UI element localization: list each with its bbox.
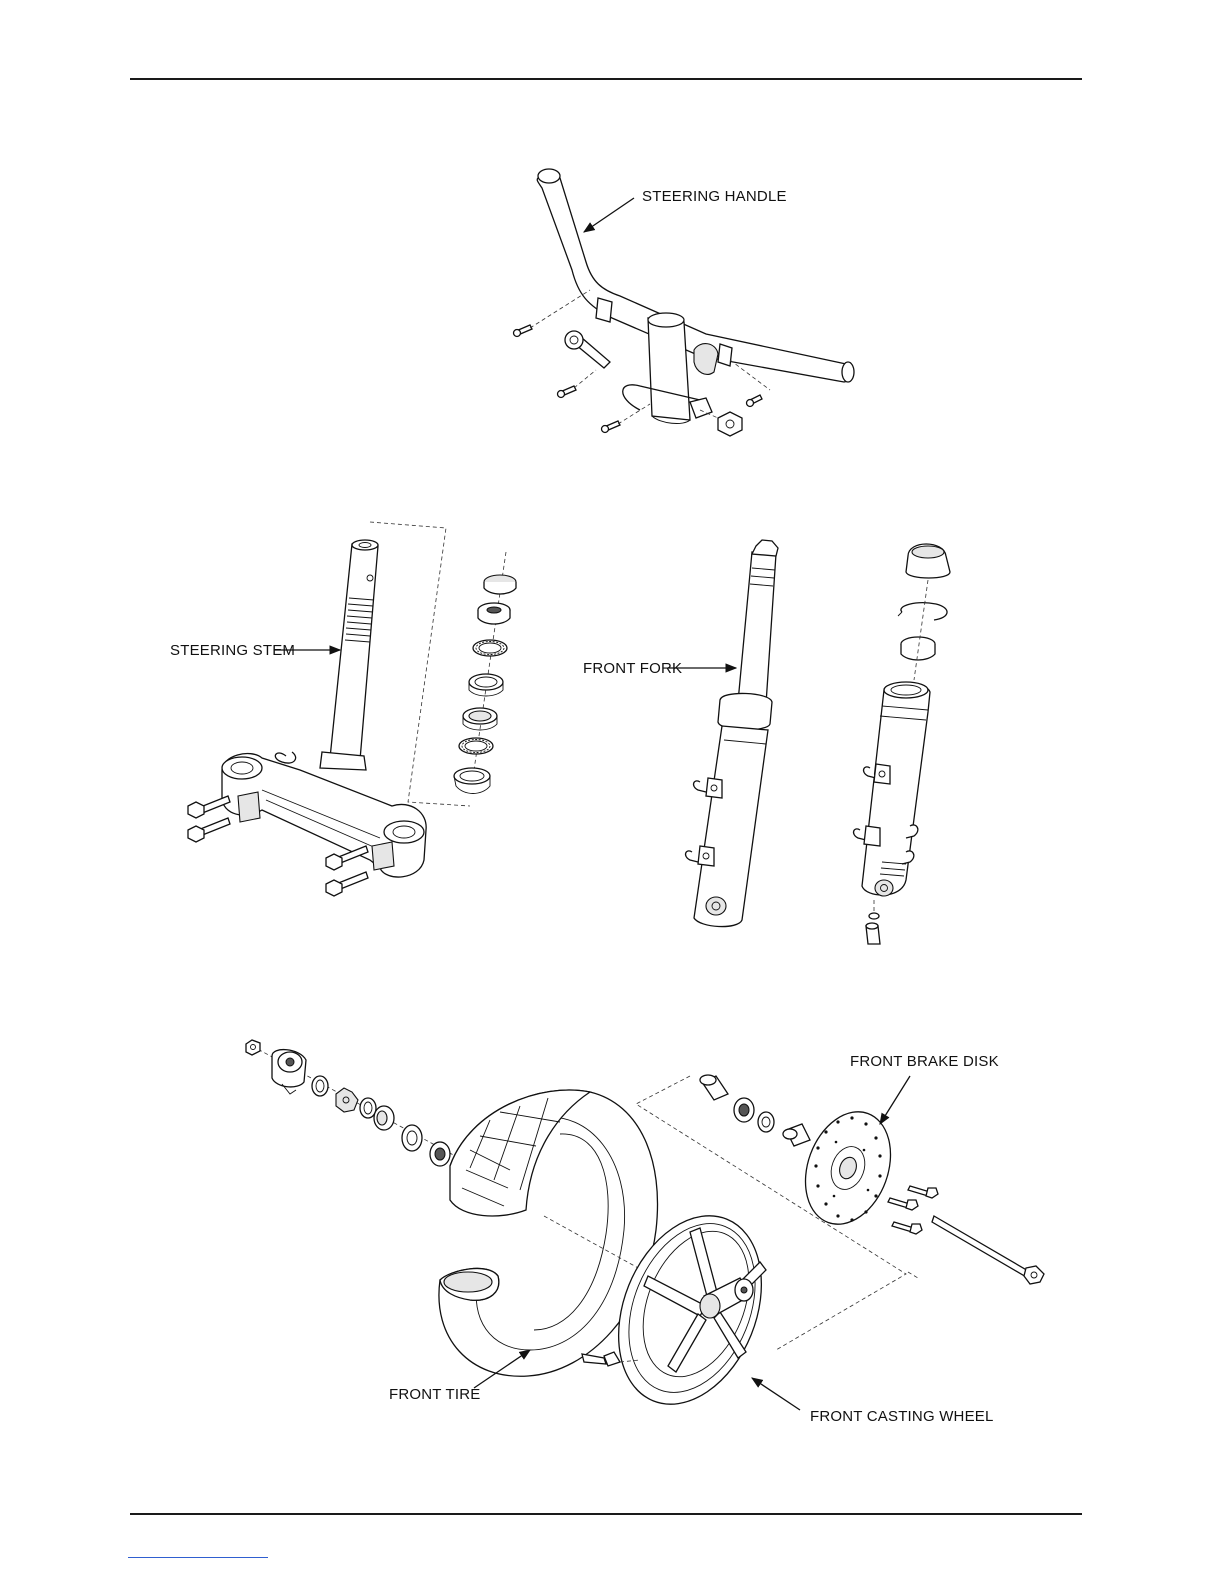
label-front-fork: FRONT FORK — [583, 660, 682, 677]
front-fork-assembly: FRONT FORK — [583, 540, 950, 944]
steering-stem-assembly: STEERING STEM — [170, 522, 516, 896]
steering-handle-assembly: STEERING HANDLE — [514, 169, 855, 436]
label-front-tire: FRONT TIRE — [389, 1386, 480, 1403]
label-steering-handle: STEERING HANDLE — [642, 188, 787, 205]
label-front-casting-wheel: FRONT CASTING WHEEL — [810, 1408, 994, 1425]
front-wheel-assembly: FRONT BRAKE DISK FRONT TIRE FRONT CASTIN… — [246, 1040, 1044, 1426]
label-front-brake-disk: FRONT BRAKE DISK — [850, 1053, 999, 1070]
label-steering-stem: STEERING STEM — [170, 642, 295, 659]
